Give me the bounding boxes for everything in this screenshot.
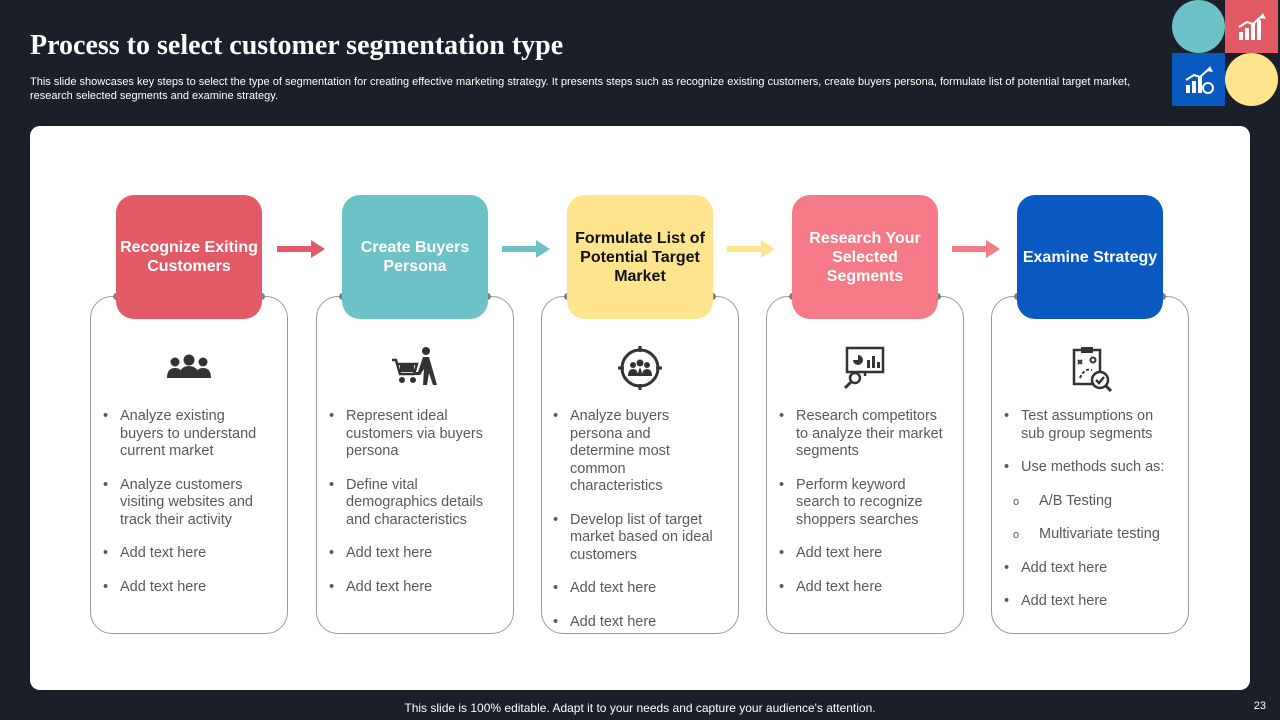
shopper-cart-icon	[392, 347, 437, 385]
list-item: Add text here	[1003, 560, 1168, 578]
slide-footer: This slide is 100% editable. Adapt it to…	[404, 701, 876, 715]
list-item: Represent ideal customers via buyers per…	[328, 408, 493, 461]
step-list-3: Analyze buyers persona and determine mos…	[552, 408, 717, 647]
page-number: 23	[1253, 700, 1266, 712]
presentation-search-icon	[843, 346, 885, 390]
list-item: Add text here	[102, 545, 267, 563]
list-item: Analyze customers visiting websites and …	[102, 477, 267, 530]
step-list-2: Represent ideal customers via buyers per…	[328, 408, 493, 612]
slide-title: Process to select customer segmentation …	[30, 30, 564, 61]
step-heading-2: Create Buyers Persona	[342, 195, 488, 319]
arrow-right-icon	[277, 240, 325, 258]
list-item: Add text here	[552, 614, 717, 632]
arrow-right-icon	[502, 240, 550, 258]
step-list-5: Test assumptions on sub group segments U…	[1003, 408, 1168, 627]
content-panel: Recognize Exiting Customers Analyze exis…	[30, 126, 1250, 690]
strategy-clipboard-icon	[1072, 347, 1113, 392]
list-item: Use methods such as:	[1003, 459, 1168, 477]
step-heading-4: Research Your Selected Segments	[792, 195, 938, 319]
list-item: Develop list of target market based on i…	[552, 512, 717, 565]
people-group-icon	[167, 354, 211, 378]
list-item: Add text here	[328, 579, 493, 597]
list-item: Add text here	[1003, 593, 1168, 611]
corner-decoration	[1172, 0, 1280, 106]
list-subitem: Multivariate testing	[1011, 526, 1168, 544]
target-audience-icon	[618, 346, 662, 390]
list-item: Add text here	[328, 545, 493, 563]
slide-subtitle: This slide showcases key steps to select…	[30, 76, 1131, 102]
list-subitem: A/B Testing	[1011, 493, 1168, 511]
arrow-right-icon	[952, 240, 1000, 258]
step-list-4: Research competitors to analyze their ma…	[778, 408, 943, 612]
step-list-1: Analyze existing buyers to understand cu…	[102, 408, 267, 612]
yellow-circle-decoration	[1225, 53, 1278, 106]
list-item: Test assumptions on sub group segments	[1003, 408, 1168, 443]
list-item: Add text here	[778, 545, 943, 563]
list-item: Research competitors to analyze their ma…	[778, 408, 943, 461]
step-heading-1: Recognize Exiting Customers	[116, 195, 262, 319]
list-item: Add text here	[552, 580, 717, 598]
list-item: Perform keyword search to recognize shop…	[778, 477, 943, 530]
step-heading-5: Examine Strategy	[1017, 195, 1163, 319]
list-item: Define vital demographics details and ch…	[328, 477, 493, 530]
list-item: Analyze buyers persona and determine mos…	[552, 408, 717, 496]
arrow-right-icon	[727, 240, 775, 258]
list-item: Add text here	[778, 579, 943, 597]
list-item: Add text here	[102, 579, 267, 597]
list-item: Analyze existing buyers to understand cu…	[102, 408, 267, 461]
growth-chart-icon	[1225, 0, 1278, 53]
teal-circle-decoration	[1172, 0, 1225, 53]
step-heading-3: Formulate List of Potential Target Marke…	[567, 195, 713, 319]
growth-gear-icon	[1172, 53, 1225, 106]
